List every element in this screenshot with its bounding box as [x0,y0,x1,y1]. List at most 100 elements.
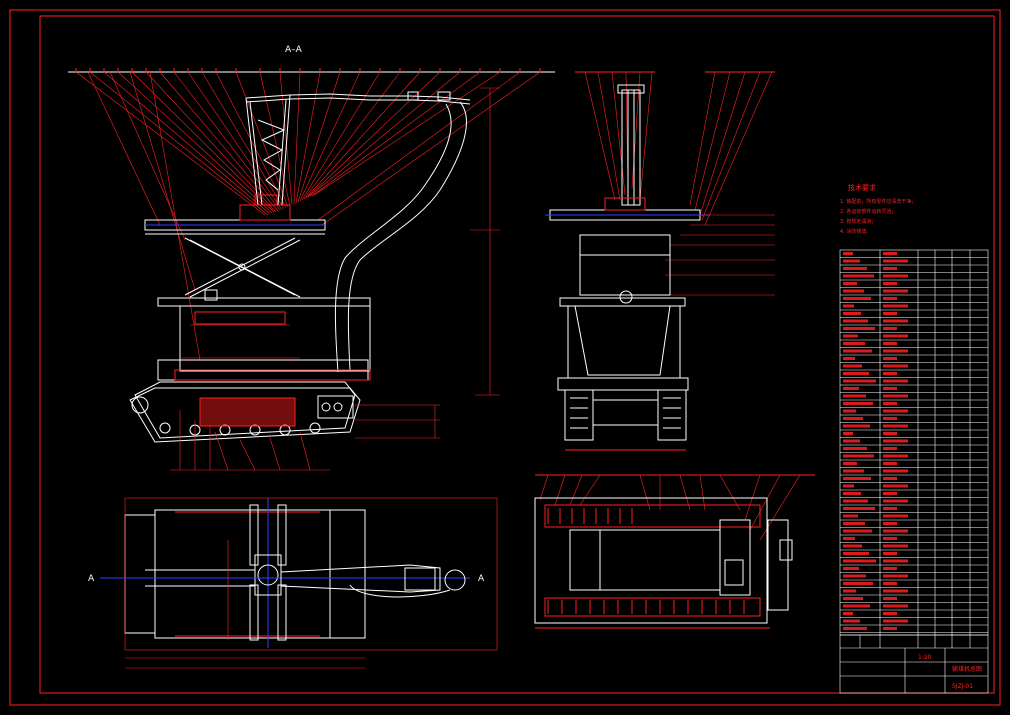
section-label: A–A [285,45,303,55]
tech-req-line-2: 2. 各运动部件运转灵活； [840,208,896,215]
parts-list-entry-mark [883,259,908,263]
parts-list-entry-mark [843,552,869,555]
parts-list-entry-mark [843,372,869,375]
title-block [839,634,989,694]
parts-list-entry-mark [843,282,857,285]
technical-requirements: 技术要求 1. 装配前，所有零件应清洗干净； 2. 各运动部件运转灵活； 3. … [840,183,916,235]
parts-list-entry-mark [883,589,908,593]
parts-list-entry-mark [883,522,897,525]
cut-marker-right: A [478,574,485,584]
parts-list-entry-mark [843,252,853,255]
inner-frame [39,15,995,694]
parts-list-entry-mark [883,349,908,353]
parts-list-entry-mark [843,582,873,585]
parts-list-entry-mark [883,417,897,420]
tech-req-line-4: 4. 涂防锈漆。 [840,228,871,235]
parts-list-entry-mark [883,567,897,570]
crawler-track [129,381,361,443]
parts-list-entry-mark [843,357,855,360]
parts-list-entry-mark [883,507,897,510]
parts-list-entry-mark [843,522,865,525]
parts-list-entry-mark [843,409,856,413]
parts-list-entry-mark [883,559,908,563]
title-block-scale: 1:20 [918,654,932,661]
parts-list-entry-mark [883,364,908,368]
parts-list-entry-mark [883,319,908,323]
parts-list-entry-mark [883,342,897,345]
parts-list-entry-mark [883,312,897,315]
parts-list-entry-mark [843,432,853,435]
parts-list-entry-mark [883,357,897,360]
front-bottom-leaders [170,410,330,471]
parts-list-entry-mark [883,334,908,338]
parts-list-entry-mark [843,297,871,300]
parts-list-entry-mark [883,432,897,435]
title-block-drawing-name: 输煤机总图 [952,665,982,673]
parts-list-entry-mark [843,349,872,353]
parts-list-entry-mark [883,387,897,390]
parts-list-entry-mark [843,454,874,458]
parts-list-entry-mark [843,627,867,630]
parts-list-entry-mark [843,259,860,263]
parts-list-entries [843,252,908,630]
parts-list-table [839,249,989,636]
parts-list-entry-mark [883,379,908,383]
parts-list-entry-mark [843,529,872,533]
parts-list-entry-mark [883,619,908,623]
parts-list-entry-mark [883,582,897,585]
parts-list-entry-mark [883,372,897,375]
parts-list-entry-mark [843,484,854,488]
tech-req-line-3: 3. 按规定润滑； [840,218,876,225]
front-view-leaders [75,71,541,361]
parts-list-entry-mark [843,574,866,578]
parts-list-entry-mark [883,612,897,615]
parts-list-entry-mark [843,304,854,308]
side-view [545,71,775,451]
parts-list-entry-mark [883,499,908,503]
parts-list-entry-mark [843,402,873,405]
parts-list-entry-mark [883,297,897,300]
parts-list-entry-mark [883,454,908,458]
parts-list-entry-mark [843,514,858,518]
parts-list-entry-mark [883,537,897,540]
parts-list-entry-mark [843,387,859,390]
parts-list-entry-mark [843,589,856,593]
parts-list-entry-mark [843,499,868,503]
parts-list-entry-mark [883,544,908,548]
parts-list-entry-mark [843,289,864,293]
curved-chute [347,101,467,371]
parts-list-entry-mark [843,327,875,330]
parts-list-entry-mark [883,604,908,608]
parts-list-entry-mark [883,439,908,443]
parts-list-entry-mark [843,447,867,450]
parts-list-entry-mark [883,402,897,405]
parts-list-entry-mark [843,417,863,420]
parts-list-entry-mark [843,492,861,495]
parts-list-entry-mark [843,604,870,608]
top-view [534,474,815,629]
parts-list-entry-mark [843,379,876,383]
parts-list-entry-mark [883,627,897,630]
parts-list-entry-mark [883,514,908,518]
parts-list-entry-mark [883,267,897,270]
plan-view [100,497,498,669]
parts-list-entry-mark [883,304,908,308]
parts-list-entry-mark [883,394,908,398]
parts-list-entry-mark [883,274,908,278]
parts-list-entry-mark [883,424,908,428]
parts-list-entry-mark [883,327,897,330]
parts-list-entry-mark [843,319,868,323]
parts-list-entry-mark [883,282,897,285]
parts-list-entry-mark [883,529,908,533]
parts-list-entry-mark [843,274,874,278]
parts-list-entry-mark [883,409,908,413]
parts-list-entry-mark [883,484,908,488]
parts-list-entry-mark [843,394,866,398]
parts-list-entry-mark [843,537,855,540]
parts-list-entry-mark [843,469,864,473]
scissor-lift [184,237,301,301]
parts-list-entry-mark [843,439,860,443]
parts-list-entry-mark [883,552,897,555]
parts-list-entry-mark [883,492,897,495]
parts-list-entry-mark [843,342,865,345]
